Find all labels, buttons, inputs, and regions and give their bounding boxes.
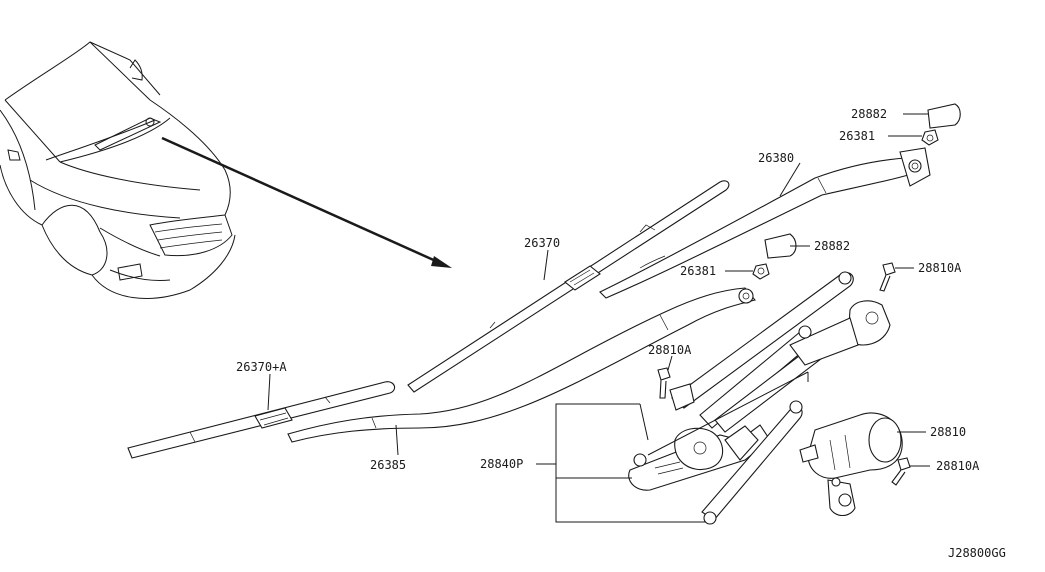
pivot-nut-upper xyxy=(921,129,939,146)
label-nut-lower: 26381 xyxy=(680,264,716,278)
label-blade-left: 26370+A xyxy=(236,360,287,374)
label-motor: 28810 xyxy=(930,425,966,439)
label-arm-right: 26380 xyxy=(758,151,794,165)
leader-lines xyxy=(267,113,930,523)
location-arrow xyxy=(161,136,452,268)
bolt-mid xyxy=(657,367,671,399)
wiper-blade-right xyxy=(407,180,730,393)
label-linkage: 28840P xyxy=(480,457,523,471)
label-cap-lower: 28882 xyxy=(814,239,850,253)
label-arm-left: 26385 xyxy=(370,458,406,472)
pivot-nut-lower xyxy=(752,263,770,280)
car-front-illustration xyxy=(0,41,236,299)
pivot-cap-upper xyxy=(927,103,961,129)
label-blade-right: 26370 xyxy=(524,236,560,250)
pivot-cap-lower xyxy=(764,233,797,259)
label-bolt-mid: 28810A xyxy=(648,343,692,357)
label-cap-upper: 28882 xyxy=(851,107,887,121)
bolt-top xyxy=(879,262,896,292)
wiper-arm-right xyxy=(599,147,931,299)
label-bolt-top: 28810A xyxy=(918,261,962,275)
wiper-arm-left xyxy=(287,287,756,443)
bolt-motor xyxy=(891,457,911,486)
label-nut-upper: 26381 xyxy=(839,129,875,143)
wiper-blade-left xyxy=(127,381,396,459)
drawing-code: J28800GG xyxy=(948,546,1006,560)
wiper-linkage xyxy=(628,271,891,525)
wiper-motor xyxy=(799,412,903,517)
label-bolt-motor: 28810A xyxy=(936,459,980,473)
